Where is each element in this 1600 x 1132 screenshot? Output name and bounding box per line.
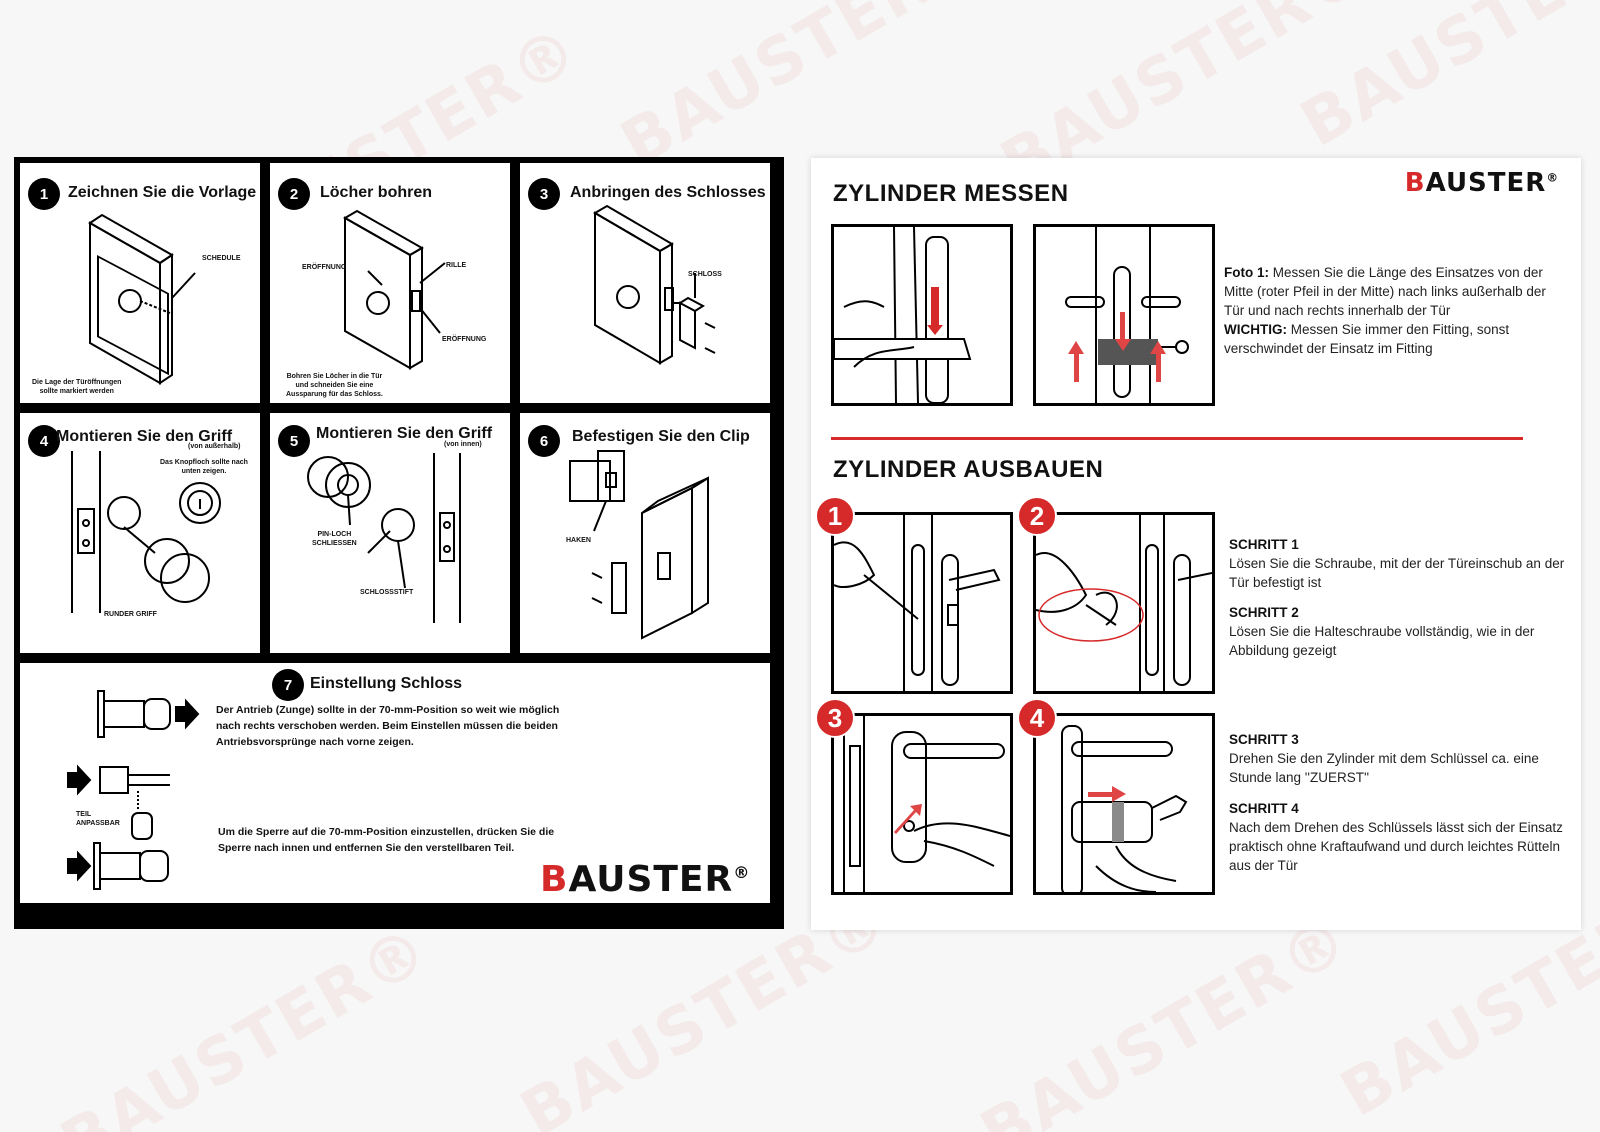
- lock-pin-label: SCHLOSSSTIFT: [360, 589, 414, 596]
- latch-adjust-illustration: [67, 690, 200, 890]
- cylinder-measure-illustration: [1065, 227, 1189, 403]
- mount-handle-inside-illustration: [307, 453, 461, 623]
- hook-label: HAKEN: [566, 537, 591, 544]
- step-number: 5: [278, 425, 310, 457]
- step-text: Lösen Sie die Schraube, mit der der Türe…: [1229, 555, 1565, 590]
- removal-step-2: SCHRITT 2 Lösen Sie die Halteschraube vo…: [1229, 604, 1569, 661]
- step-number: 3: [528, 178, 560, 210]
- adjustable-part-label: TEIL ANPASSBAR: [76, 811, 120, 827]
- brand-logo: BAUSTER®: [1404, 168, 1559, 198]
- step-title: Befestigen Sie den Clip: [572, 428, 750, 445]
- groove-label: RILLE: [446, 262, 467, 269]
- drill-holes-illustration: [342, 209, 446, 370]
- step-number: 2: [278, 178, 310, 210]
- watermark-logo: BAUSTER®: [49, 912, 443, 1132]
- step-2-panel: 2 Löcher bohren ERÖFFNUNG RILLE ERÖFFNUN…: [270, 163, 510, 403]
- step-7-panel: 7 Einstellung Schloss TEIL ANPASSBAR D: [20, 663, 770, 903]
- step-subtitle: (von innen): [444, 441, 482, 448]
- step-title: Zeichnen Sie die Vorlage: [68, 184, 257, 201]
- step-heading: SCHRITT 3: [1229, 732, 1299, 747]
- removal-photo-3: [831, 713, 1013, 895]
- step-badge-4: 4: [1017, 698, 1057, 738]
- removal-step-1: SCHRITT 1 Lösen Sie die Schraube, mit de…: [1229, 536, 1569, 593]
- section-title-measure: ZYLINDER MESSEN: [833, 180, 1069, 207]
- measure-photo-1: [831, 224, 1013, 406]
- measure-instructions: Foto 1: Messen Sie die Länge des Einsatz…: [1224, 265, 1546, 356]
- attach-lock-illustration: [593, 204, 716, 365]
- step-text: Drehen Sie den Zylinder mit dem Schlüsse…: [1229, 750, 1539, 785]
- step-1-panel: 1 Zeichnen Sie die Vorlage SCHEDULE Die …: [20, 163, 260, 403]
- step-heading: SCHRITT 2: [1229, 605, 1299, 620]
- removal-step-4: SCHRITT 4 Nach dem Drehen des Schlüssels…: [1229, 800, 1574, 876]
- removal-step-3: SCHRITT 3 Drehen Sie den Zylinder mit de…: [1229, 731, 1569, 788]
- step-badge-3: 3: [815, 698, 855, 738]
- step-3-panel: 3 Anbringen des Schlosses SCHLOSS: [520, 163, 770, 403]
- watermark-logo: BAUSTER®: [609, 0, 1003, 182]
- step-title: Montieren Sie den Griff: [316, 425, 493, 442]
- lock-label: SCHLOSS: [688, 271, 722, 278]
- removal-photo-1: [831, 512, 1013, 694]
- step-title: Löcher bohren: [320, 184, 433, 201]
- removal-photo-4: [1033, 713, 1215, 895]
- step-number: 7: [272, 669, 304, 701]
- step-badge-2: 2: [1017, 496, 1057, 536]
- step-title: Montieren Sie den Griff: [56, 428, 233, 445]
- adjust-instruction-1: Der Antrieb (Zunge) sollte in der 70-mm-…: [216, 704, 560, 748]
- installation-sheet: 1 Zeichnen Sie die Vorlage SCHEDULE Die …: [14, 157, 784, 929]
- round-handle-label: RUNDER GRIFF: [104, 611, 157, 618]
- step-title: Anbringen des Schlosses: [570, 184, 766, 201]
- section-divider: [831, 437, 1523, 440]
- pull-cylinder-illustration: [1061, 725, 1188, 892]
- opening-label: ERÖFFNUNG: [442, 336, 487, 343]
- step-heading: SCHRITT 4: [1229, 801, 1299, 816]
- step-number: 4: [28, 425, 60, 457]
- removal-photo-2: [1033, 512, 1215, 694]
- watermark-logo: BAUSTER®: [969, 902, 1363, 1132]
- pin-hole-label: PIN-LOCH SCHLIESSEN: [312, 531, 357, 547]
- cylinder-sheet: BAUSTER® ZYLINDER MESSEN: [811, 158, 1581, 930]
- schedule-label: SCHEDULE: [202, 255, 241, 262]
- step-4-panel: 4 Montieren Sie den Griff (von außerhalb…: [20, 413, 260, 653]
- ruler-measure-illustration: [834, 227, 972, 403]
- opening-label: ERÖFFNUNG: [302, 264, 347, 271]
- step-5-panel: 5 Montieren Sie den Griff (von innen) PI…: [270, 413, 510, 653]
- step-text: Lösen Sie die Halteschraube vollständig,…: [1229, 623, 1535, 658]
- turn-key-illustration: [843, 716, 1010, 892]
- unscrew-illustration: [834, 515, 1001, 691]
- step-text: Nach dem Drehen des Schlüssels lässt sic…: [1229, 819, 1563, 873]
- measure-photo-2: [1033, 224, 1215, 406]
- step-note: Die Lage der Türöffnungen sollte markier…: [32, 379, 122, 395]
- brand-logo: BAUSTER®: [540, 859, 751, 900]
- keyhole-hint: Das Knopfloch sollte nach unten zeigen.: [160, 459, 248, 475]
- step-title: Einstellung Schloss: [310, 675, 463, 692]
- mount-handle-outside-illustration: [71, 451, 221, 613]
- door-template-illustration: [88, 213, 196, 385]
- step-6-panel: 6 Befestigen Sie den Clip HAKEN: [520, 413, 770, 653]
- step-number: 1: [28, 178, 60, 210]
- step-badge-1: 1: [815, 496, 855, 536]
- adjust-instruction-2: Um die Sperre auf die 70-mm-Position ein…: [218, 826, 555, 854]
- remove-screw-illustration: [1036, 515, 1212, 691]
- attach-clip-illustration: [569, 450, 709, 640]
- section-title-remove: ZYLINDER AUSBAUEN: [833, 456, 1104, 483]
- step-subtitle: (von außerhalb): [188, 443, 241, 450]
- step-heading: SCHRITT 1: [1229, 537, 1299, 552]
- step-note: Bohren Sie Löcher in die Tür und schneid…: [286, 373, 383, 398]
- step-number: 6: [528, 425, 560, 457]
- watermark-logo: BAUSTER®: [1289, 0, 1600, 162]
